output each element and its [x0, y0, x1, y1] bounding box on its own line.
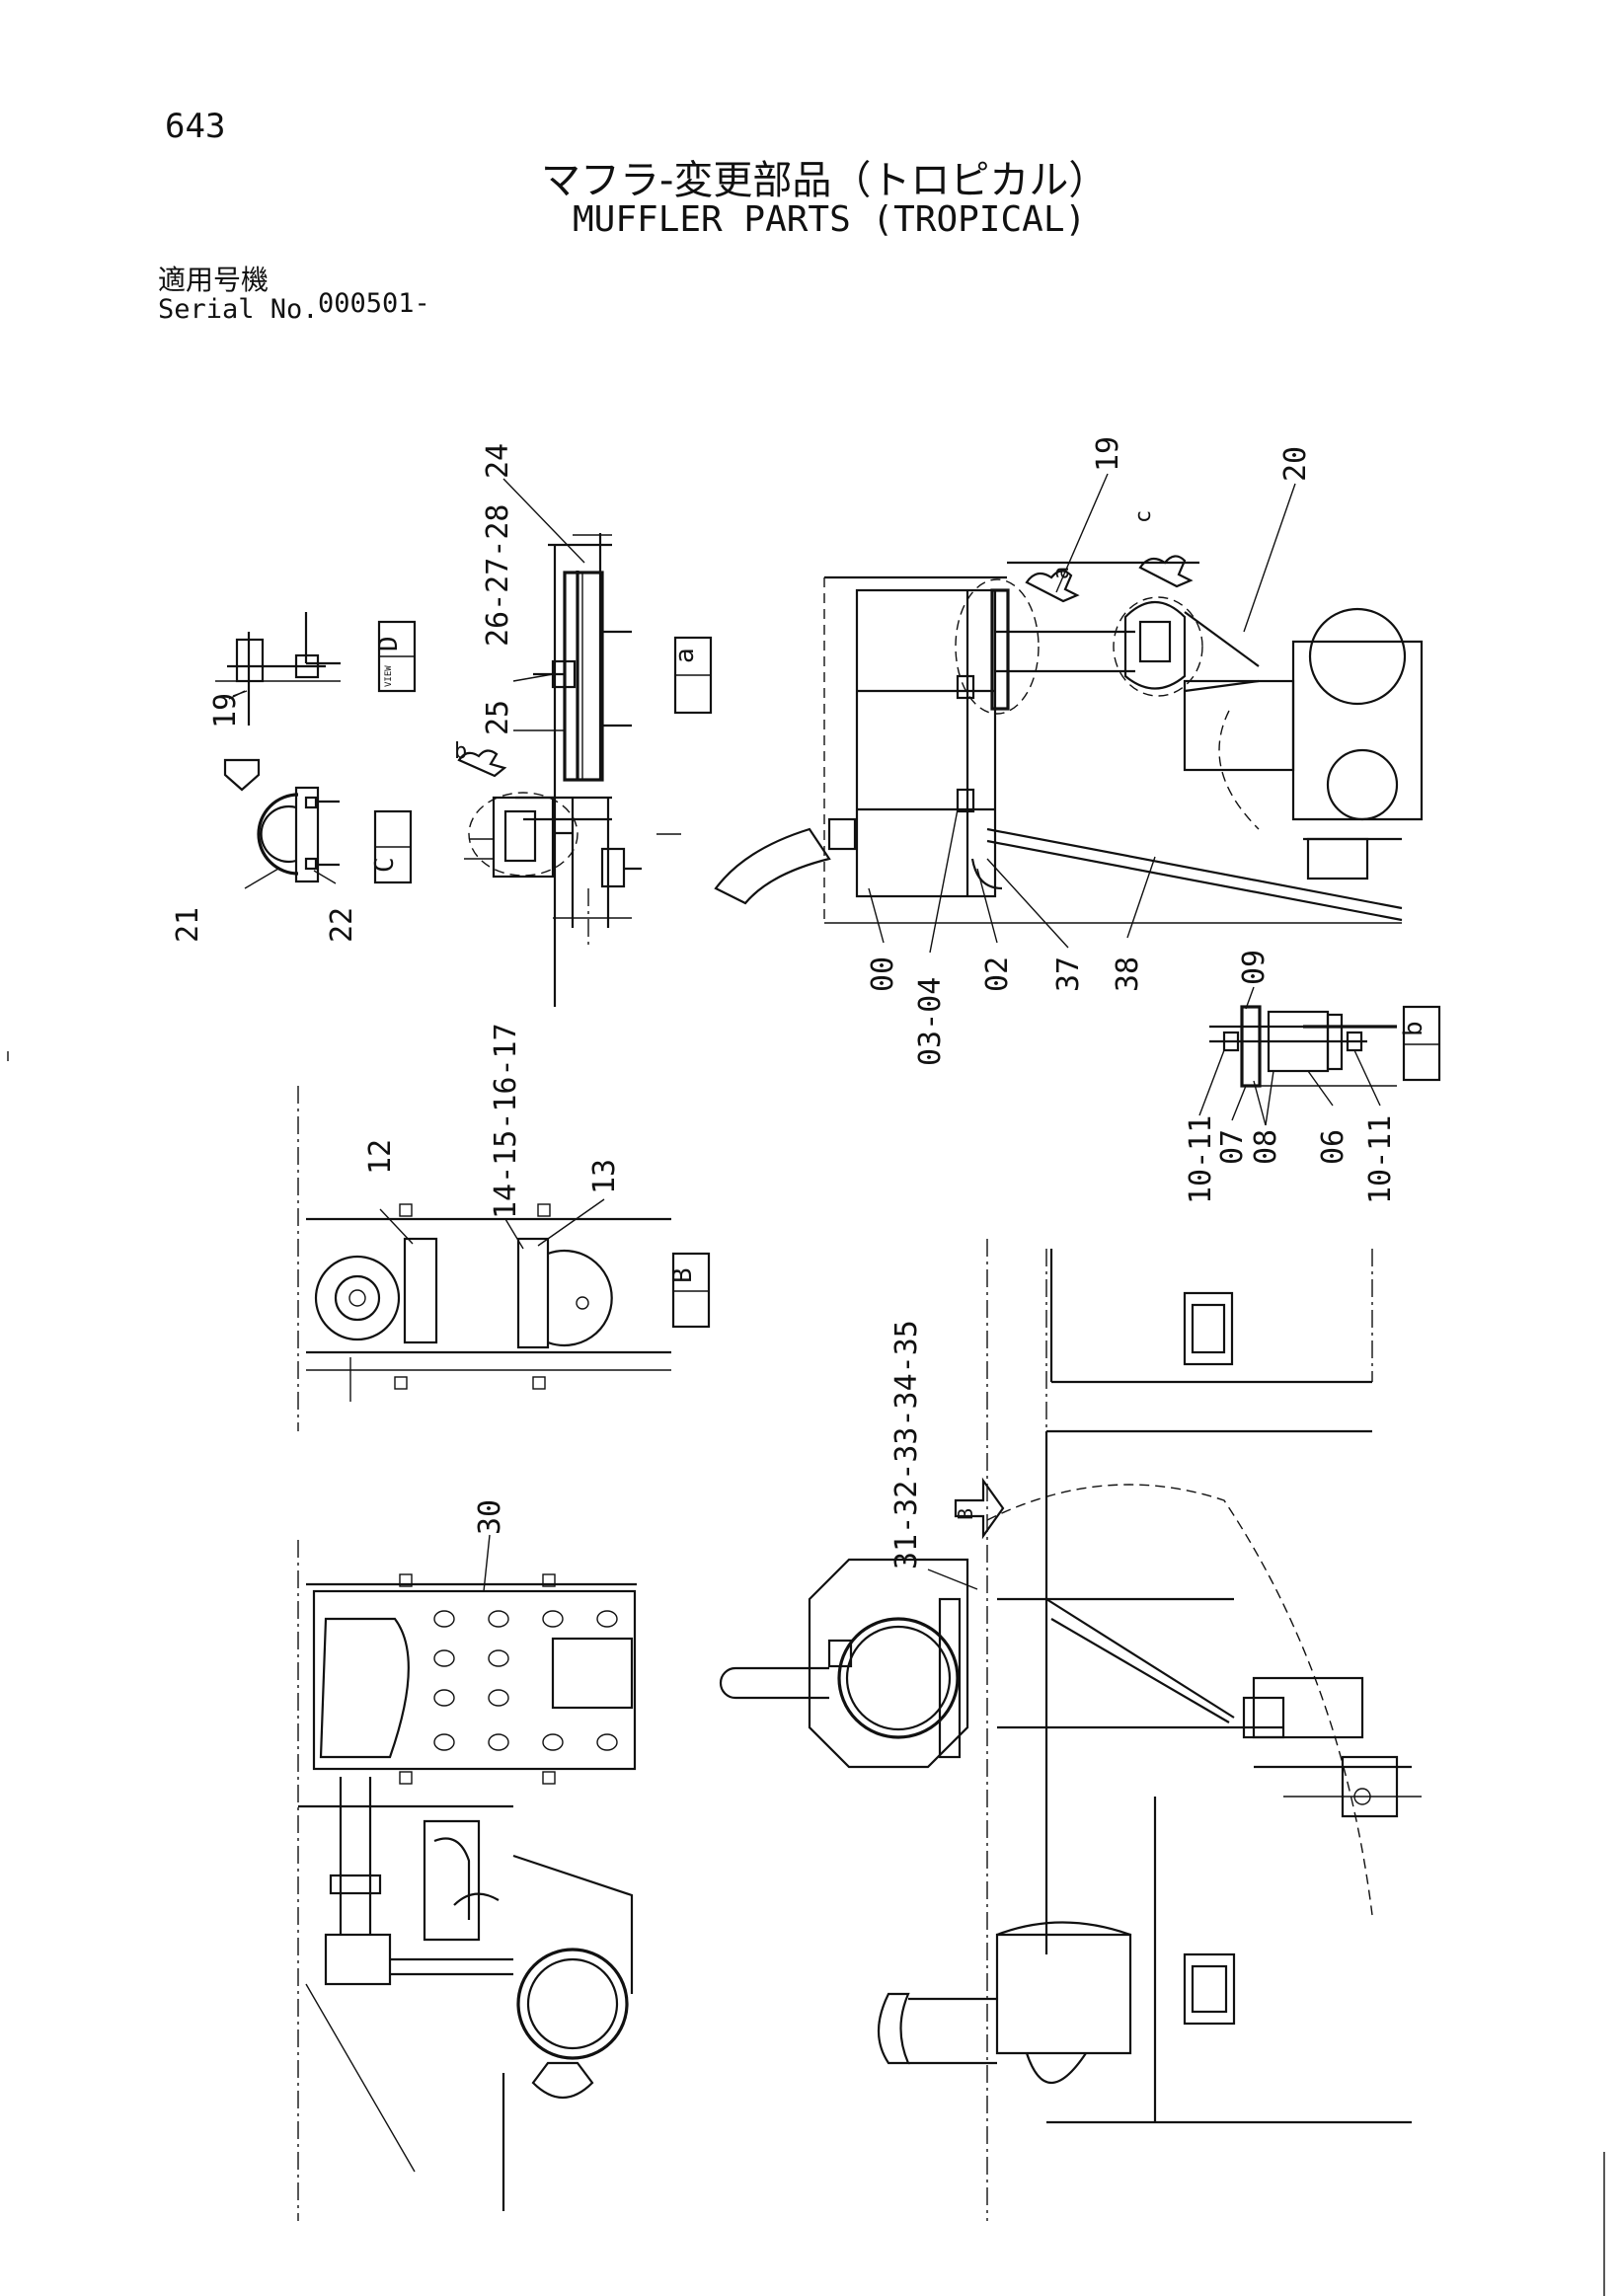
serial-label-english: Serial No. — [158, 294, 319, 325]
callout-31-35: 31-32-33-34-35 — [889, 1320, 924, 1569]
callout-07: 07 — [1215, 1129, 1250, 1165]
callout-19-main: 19 — [1091, 436, 1125, 472]
bubble-c: c — [1131, 510, 1194, 588]
detail-d-drawing — [215, 612, 341, 726]
callout-06: 06 — [1316, 1129, 1350, 1165]
svg-text:a: a — [1049, 567, 1074, 579]
lower-left-assembly-drawing — [297, 1540, 637, 2221]
svg-text:b: b — [454, 739, 467, 764]
callout-00: 00 — [866, 957, 900, 992]
bubble-a: a — [1025, 567, 1080, 603]
detail-tag-d: VIEW D — [374, 620, 417, 693]
callout-10-11-left: 10-11 — [1184, 1115, 1218, 1204]
svg-text:VIEW: VIEW — [384, 665, 394, 687]
callout-20: 20 — [1278, 446, 1313, 482]
svg-text:a: a — [670, 648, 700, 663]
detail-tag-c: C — [370, 809, 413, 884]
detail-tag-b: b — [1399, 1005, 1441, 1082]
callout-02: 02 — [980, 957, 1015, 992]
svg-text:C: C — [370, 857, 400, 873]
view-b-drawing — [297, 1086, 671, 1431]
view-arrow-b: B — [954, 1477, 1005, 1540]
callout-22: 22 — [325, 907, 359, 943]
callout-12: 12 — [363, 1139, 398, 1175]
callout-09: 09 — [1237, 950, 1272, 985]
callout-25: 25 — [481, 700, 515, 735]
view-tag-b: B — [668, 1252, 711, 1329]
page-number: 643 — [165, 107, 226, 146]
title-japanese: マフラ-変更部品（トロピカル） — [541, 158, 1109, 203]
callout-labels: 19 21 22 24 26-27-28 25 19 20 00 03-04 0… — [171, 436, 1398, 1569]
leader-lines — [228, 473, 1381, 1592]
svg-text:c: c — [1131, 510, 1156, 523]
callout-30: 30 — [473, 1499, 507, 1535]
callout-38: 38 — [1111, 957, 1145, 992]
detail-tag-a: a — [670, 636, 713, 715]
callout-14-15-16-17: 14-15-16-17 — [489, 1023, 523, 1219]
svg-text:B: B — [954, 1508, 977, 1520]
serial-label-japanese: 適用号機 — [158, 264, 270, 296]
callout-03-04: 03-04 — [913, 977, 948, 1066]
callout-37: 37 — [1051, 957, 1086, 992]
view-arrow-c — [223, 758, 261, 792]
lower-right-assembly-drawing — [719, 1239, 1422, 2221]
main-assembly-drawing — [714, 561, 1424, 924]
svg-text:B: B — [668, 1267, 698, 1283]
callout-24: 24 — [481, 443, 515, 479]
svg-text:b: b — [1399, 1021, 1428, 1036]
callout-10-11-right: 10-11 — [1363, 1115, 1398, 1204]
serial-number-value: 000501- — [318, 288, 430, 319]
title-english: MUFFLER PARTS (TROPICAL) — [573, 199, 1087, 240]
callout-13: 13 — [587, 1159, 622, 1194]
callout-19-detail-d: 19 — [208, 693, 243, 728]
callout-08: 08 — [1249, 1129, 1283, 1165]
detail-a-drawing — [464, 533, 681, 1007]
bubble-b-upper: b — [454, 739, 507, 778]
svg-text:D: D — [374, 636, 404, 651]
detail-c-drawing — [257, 786, 340, 883]
callout-26-27-28: 26-27-28 — [481, 504, 515, 648]
detail-b-drawing — [1209, 1005, 1397, 1088]
callout-21: 21 — [171, 907, 205, 943]
